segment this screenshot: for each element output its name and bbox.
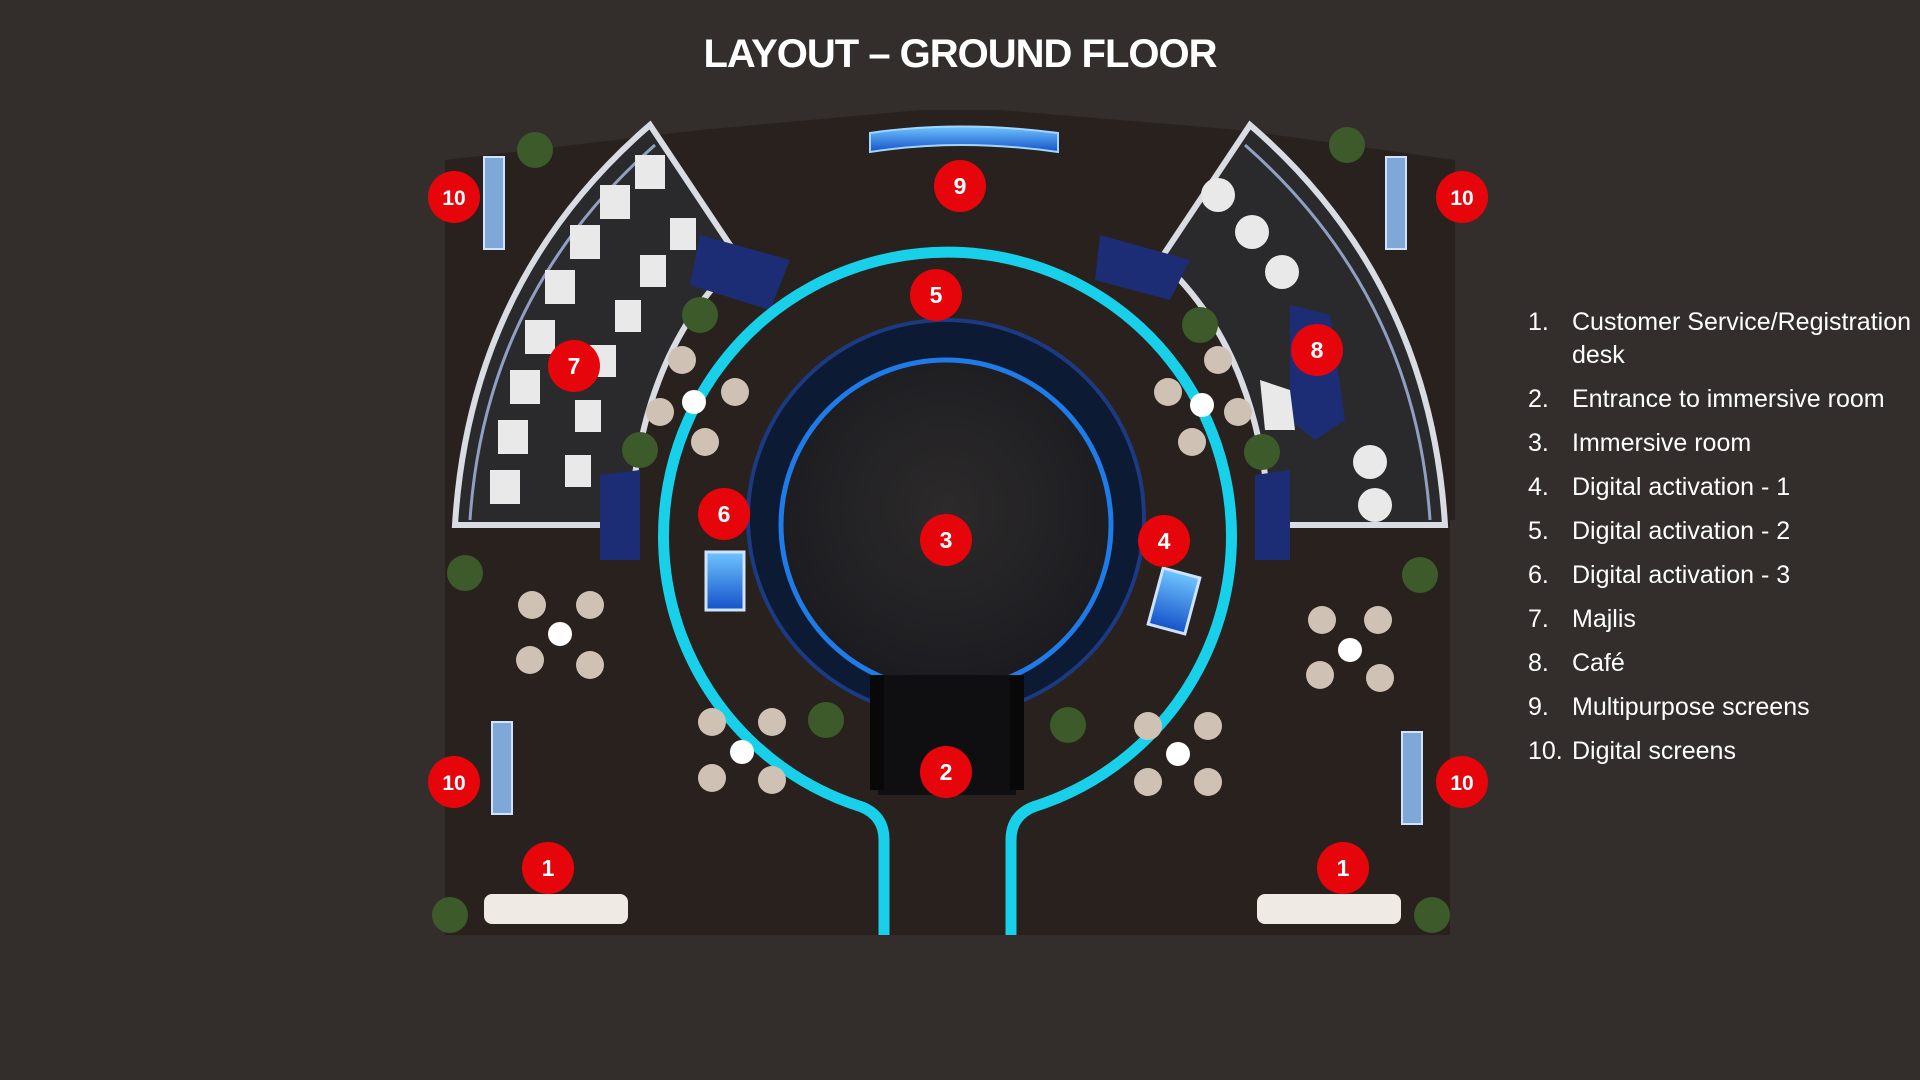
digital-screen bbox=[1401, 731, 1423, 825]
page-title: LAYOUT – GROUND FLOOR bbox=[703, 32, 1217, 76]
marker-badge bbox=[1317, 842, 1369, 894]
marker-badge bbox=[1138, 515, 1190, 567]
marker-badge bbox=[910, 269, 962, 321]
legend-item: 3.Immersive room bbox=[1528, 429, 1752, 457]
marker-label: 1 bbox=[542, 855, 555, 881]
legend-item: 2.Entrance to immersive room bbox=[1528, 385, 1885, 413]
legend-item: 8.Café bbox=[1528, 649, 1625, 677]
marker-badge bbox=[548, 340, 600, 392]
marker-label: 8 bbox=[1311, 337, 1324, 363]
marker-badge bbox=[698, 488, 750, 540]
digital-screen bbox=[483, 156, 505, 250]
legend-item: 9.Multipurpose screens bbox=[1528, 693, 1810, 721]
legend-item: 1.Customer Service/Registration desk bbox=[1528, 308, 1912, 369]
marker-badge bbox=[428, 171, 480, 223]
marker-label: 1 bbox=[1337, 855, 1350, 881]
marker-label: 3 bbox=[940, 527, 953, 553]
marker-badge bbox=[522, 842, 574, 894]
lounge-seating bbox=[516, 346, 1394, 796]
legend-list: 1.Customer Service/Registration desk 2.E… bbox=[1528, 306, 1913, 779]
digital-screen bbox=[491, 721, 513, 815]
marker-label: 10 bbox=[442, 772, 465, 795]
lounge-tables bbox=[548, 390, 1362, 766]
digital-screen bbox=[1385, 156, 1407, 250]
legend-item: 10.Digital screens bbox=[1528, 737, 1736, 765]
legend-item: 6.Digital activation - 3 bbox=[1528, 561, 1791, 589]
legend-item: 7.Majlis bbox=[1528, 605, 1636, 633]
marker-badge bbox=[1291, 324, 1343, 376]
marker-label: 4 bbox=[1158, 528, 1171, 554]
marker-label: 9 bbox=[954, 173, 967, 199]
marker-label: 2 bbox=[940, 759, 953, 785]
registration-desk bbox=[484, 894, 628, 924]
plant-icon bbox=[432, 127, 1450, 933]
marker-label: 7 bbox=[568, 353, 581, 379]
marker-badge bbox=[1436, 756, 1488, 808]
marker-label: 6 bbox=[718, 501, 731, 527]
marker-label: 5 bbox=[930, 282, 943, 308]
marker-label: 10 bbox=[1450, 187, 1473, 210]
digital-activation-screen bbox=[1146, 566, 1202, 636]
marker-label: 10 bbox=[1450, 772, 1473, 795]
digital-activation-screen bbox=[704, 550, 746, 612]
marker-label: 10 bbox=[442, 187, 465, 210]
marker-badge bbox=[920, 514, 972, 566]
legend-item: 5.Digital activation - 2 bbox=[1528, 517, 1791, 545]
marker-badge bbox=[934, 160, 986, 212]
legend-item: 4.Digital activation - 1 bbox=[1528, 473, 1791, 501]
marker-badge bbox=[920, 746, 972, 798]
marker-badge bbox=[1436, 171, 1488, 223]
activation-ring bbox=[658, 246, 1237, 935]
registration-desk bbox=[1257, 894, 1401, 924]
marker-badge bbox=[428, 756, 480, 808]
multipurpose-screen bbox=[869, 125, 1059, 154]
